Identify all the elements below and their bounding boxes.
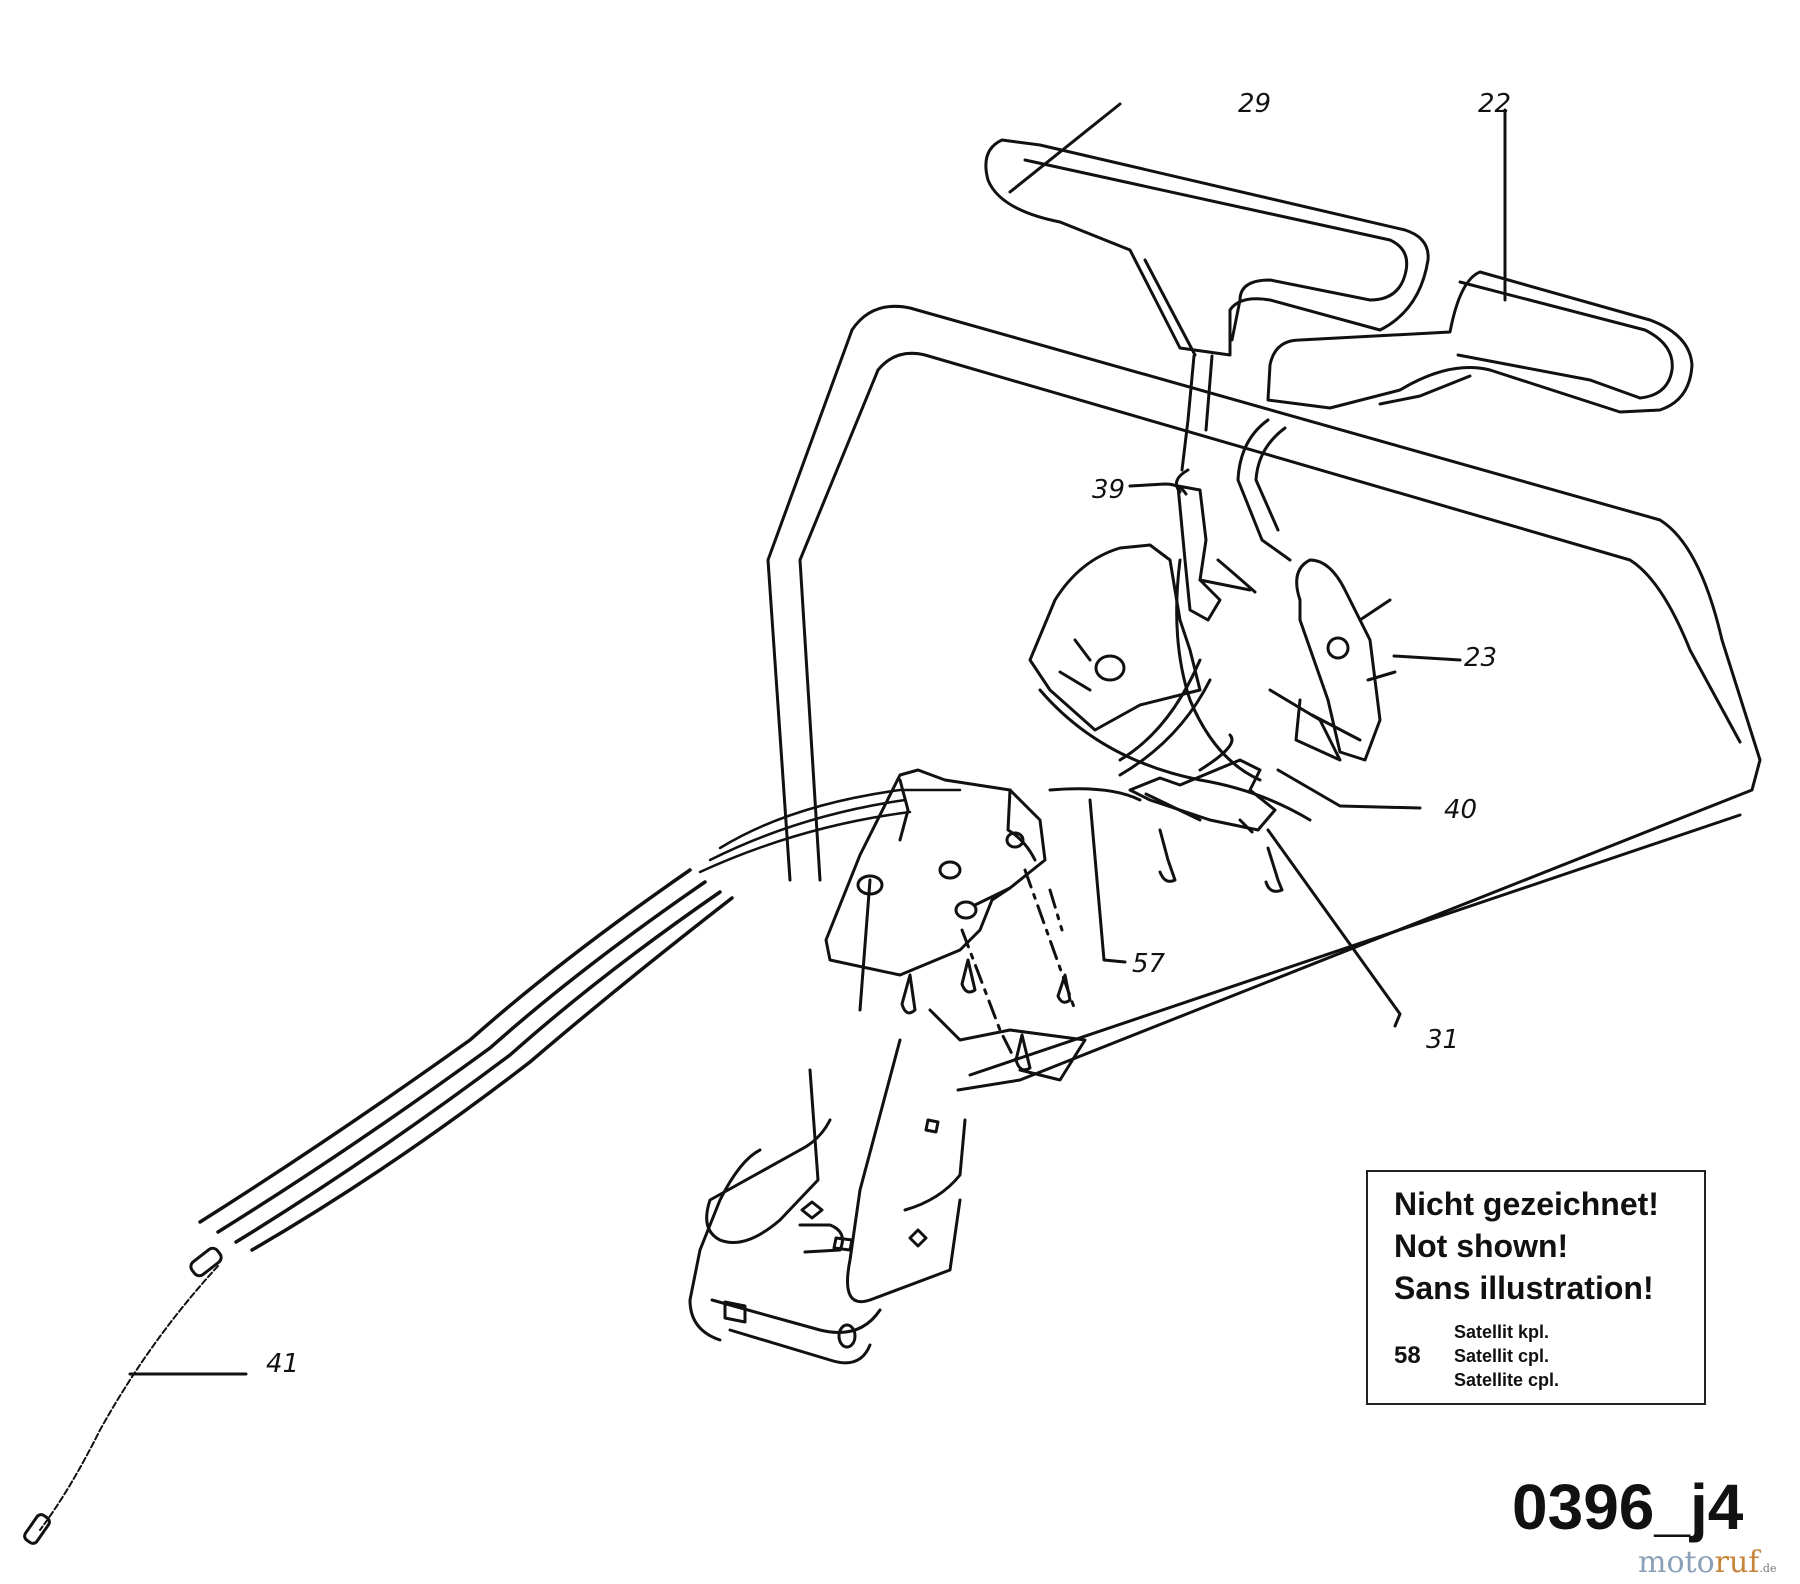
cable-wire-41: [39, 1265, 219, 1531]
leader-40: [1276, 768, 1422, 810]
watermark-part2: ruf: [1714, 1545, 1760, 1580]
callout-31: 31: [1426, 1025, 1459, 1055]
note-heading-fr: Sans illustration!: [1394, 1270, 1654, 1306]
callout-40: 40: [1444, 795, 1477, 825]
handle-frame-inner: [798, 351, 1742, 882]
mounting-plate: [824, 768, 1047, 977]
callout-39: 39: [1092, 475, 1125, 505]
screw-group-right: [1158, 828, 1284, 893]
cable-bundle: [718, 788, 962, 850]
callout-29: 29: [1238, 89, 1271, 119]
leader-39: [1128, 482, 1188, 496]
callout-41: 41: [266, 1349, 299, 1379]
handle-stem: [1180, 354, 1214, 472]
handle-bar-22: [1266, 270, 1694, 414]
handle-bar-29-inner: [1023, 158, 1409, 342]
cable-end-top: [189, 1246, 223, 1278]
handle-frame: [766, 304, 1762, 1092]
leader-57: [1088, 798, 1127, 964]
cable-end-bottom: [23, 1513, 51, 1545]
control-drum: [1028, 543, 1202, 732]
note-item-en: Satellit cpl.: [1454, 1346, 1550, 1366]
diagram-code: 0396_j4: [1512, 1471, 1744, 1543]
watermark-logo: motoruf.de: [1638, 1545, 1776, 1580]
handle-frame-lower: [858, 813, 1742, 1077]
leader-29: [1008, 102, 1122, 194]
not-shown-note-box: Nicht gezeichnet! Not shown! Sans illust…: [1366, 1170, 1706, 1405]
note-item-de: Satellit kpl.: [1454, 1322, 1550, 1342]
note-heading-de: Nicht gezeichnet!: [1394, 1186, 1659, 1222]
handle-bar-29: [984, 138, 1430, 357]
watermark-tld: .de: [1759, 1562, 1777, 1575]
cable-57: [1048, 787, 1142, 802]
note-heading-en: Not shown!: [1394, 1228, 1569, 1264]
axle-link: [710, 1298, 882, 1365]
callout-57: 57: [1132, 949, 1166, 979]
callout-23: 23: [1464, 643, 1497, 673]
watermark-part1: moto: [1638, 1545, 1715, 1580]
cable-clip-39: [1176, 484, 1222, 622]
leader-31: [1266, 828, 1402, 1028]
leader-23: [1392, 654, 1462, 662]
screw-group-left: [900, 958, 1072, 1072]
note-item-number: 58: [1394, 1342, 1421, 1369]
callout-22: 22: [1478, 89, 1511, 119]
lever-23: [1295, 558, 1382, 762]
note-item-fr: Satellite cpl.: [1454, 1370, 1560, 1390]
